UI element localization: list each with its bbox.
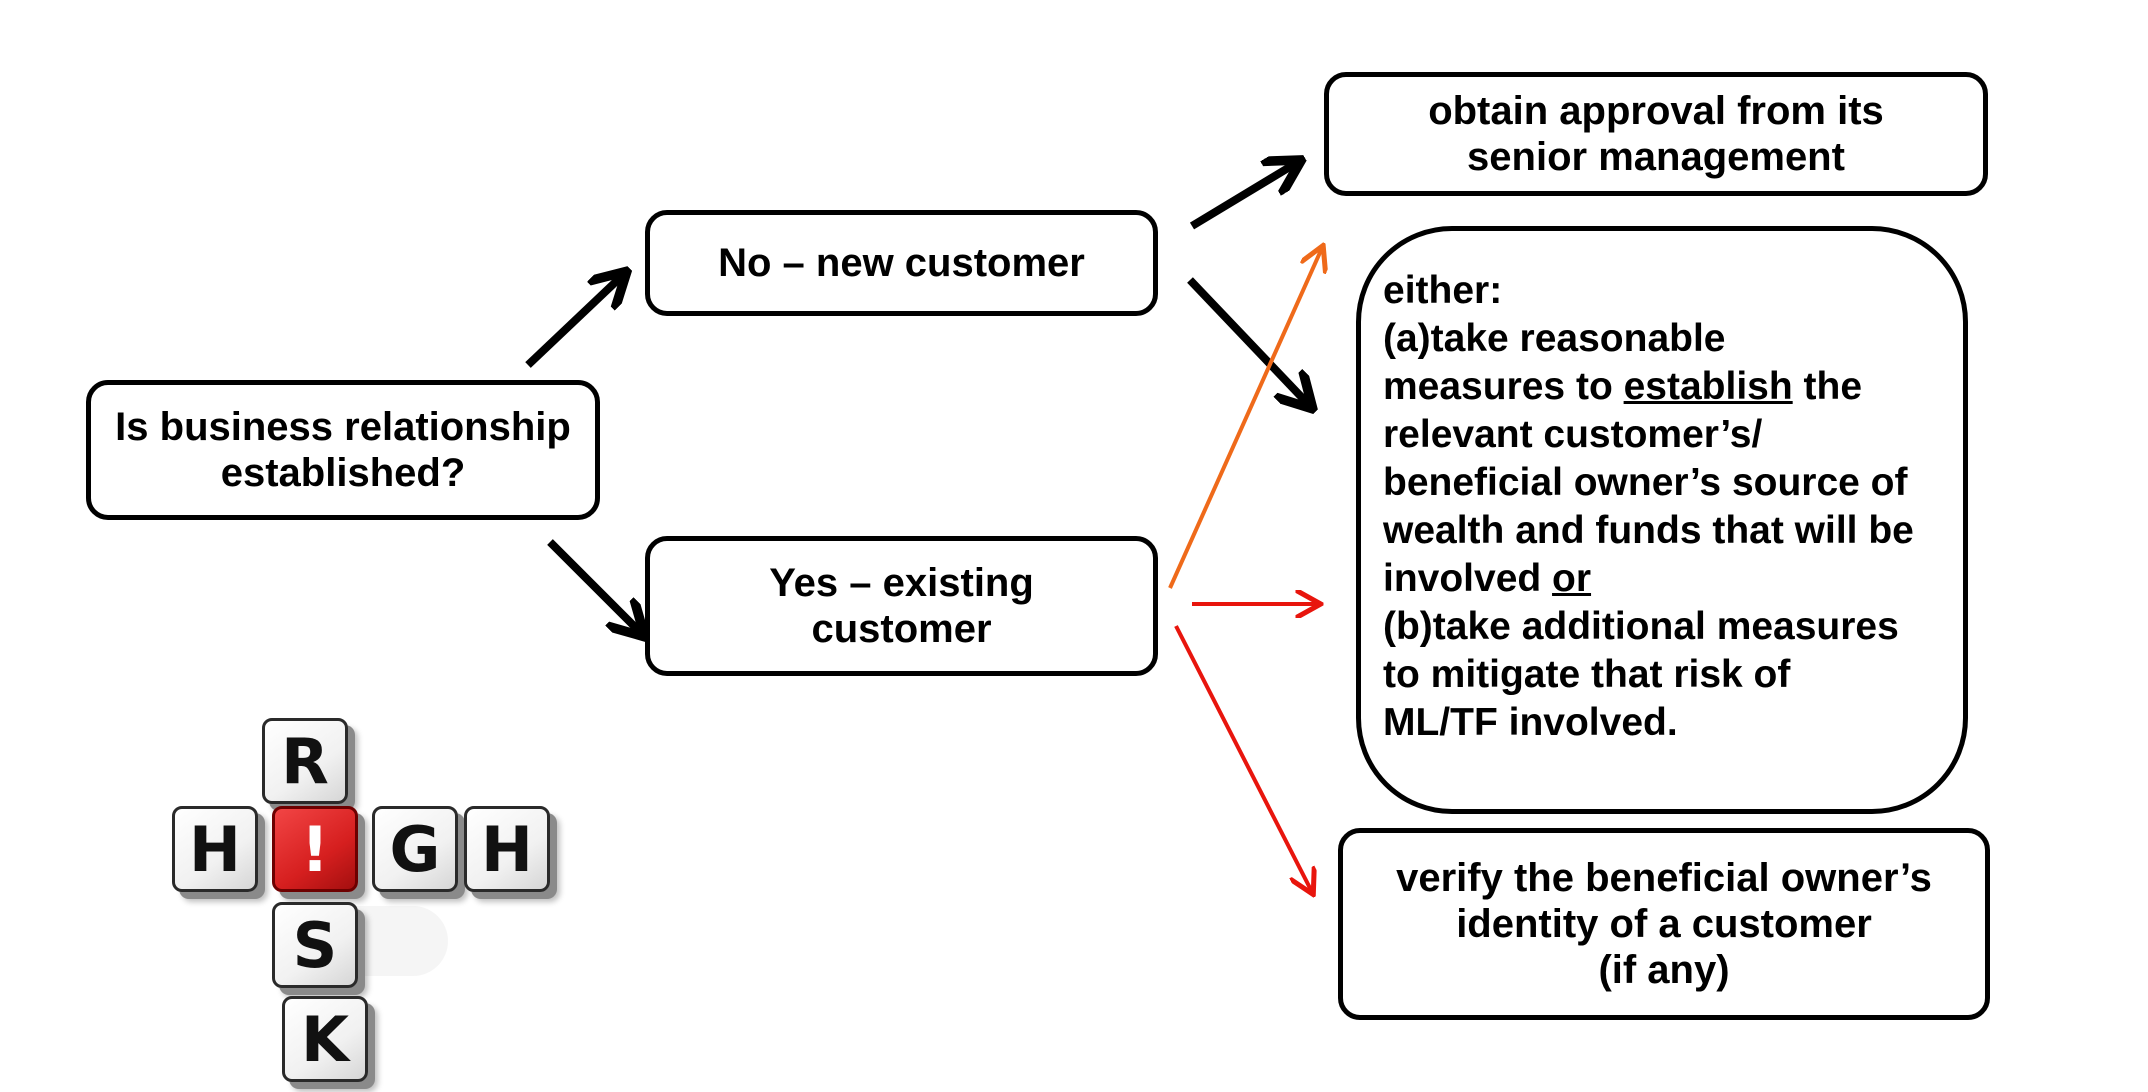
- decision-text-line-1: Is business relationship: [115, 405, 571, 449]
- branch-box-new-customer: No – new customer: [645, 210, 1158, 316]
- either-line-3: measures to establish the: [1383, 363, 1862, 411]
- cube-exclamation: !: [272, 806, 358, 892]
- either-line-9: to mitigate that risk of: [1383, 653, 1791, 696]
- either-line-8: (b)take additional measures: [1383, 605, 1899, 648]
- cube-letter-h-right: H: [464, 806, 550, 892]
- arrow-no-to-either: [1187, 277, 1310, 406]
- either-line-2: (a)take reasonable: [1383, 317, 1726, 360]
- approval-line-1: obtain approval from its: [1428, 89, 1884, 133]
- arrow-yes-to-verify: [1174, 625, 1312, 892]
- verify-line-2: identity of a customer: [1456, 902, 1872, 946]
- arrow-question-to-no: [525, 274, 624, 368]
- either-line-4: relevant customer’s/: [1383, 413, 1763, 456]
- cube-letter-k: K: [282, 996, 368, 1082]
- action-box-approval: obtain approval from its senior manageme…: [1324, 72, 1988, 196]
- cube-letter-h-left: H: [172, 806, 258, 892]
- arrow-no-to-approval: [1189, 162, 1298, 230]
- cube-letter-g: G: [372, 806, 458, 892]
- cube-letter-r: R: [262, 718, 348, 804]
- approval-line-2: senior management: [1467, 135, 1845, 179]
- decision-box-relationship: Is business relationship established?: [86, 380, 600, 520]
- either-line-7-pre: involved: [1383, 557, 1553, 600]
- cube-letter-s: S: [272, 902, 358, 988]
- action-box-verify: verify the beneficial owner’s identity o…: [1338, 828, 1990, 1020]
- establish-underlined: establish: [1623, 365, 1793, 408]
- arrow-question-to-yes: [547, 539, 642, 634]
- branch-box-existing-customer: Yes – existing customer: [645, 536, 1158, 676]
- either-line-1: either:: [1383, 269, 1503, 312]
- decision-text-line-2: established?: [220, 451, 466, 495]
- either-line-3-pre: measures to: [1383, 365, 1624, 408]
- either-line-6: wealth and funds that will be: [1383, 509, 1914, 552]
- arrow-yes-to-approval: [1168, 248, 1322, 589]
- either-line-5: beneficial owner’s source of: [1383, 461, 1908, 504]
- branch-yes-line-1: Yes – existing: [769, 561, 1034, 605]
- verify-line-3: (if any): [1598, 948, 1730, 992]
- branch-no-text: No – new customer: [718, 241, 1085, 285]
- either-line-3-post: the: [1792, 365, 1863, 408]
- or-underlined: or: [1552, 557, 1592, 600]
- either-line-7: involved or: [1383, 555, 1591, 603]
- branch-yes-line-2: customer: [811, 607, 992, 651]
- verify-line-1: verify the beneficial owner’s: [1396, 856, 1932, 900]
- action-box-measures: either: (a)take reasonable measures to e…: [1356, 226, 1968, 814]
- either-line-10: ML/TF involved.: [1383, 701, 1678, 744]
